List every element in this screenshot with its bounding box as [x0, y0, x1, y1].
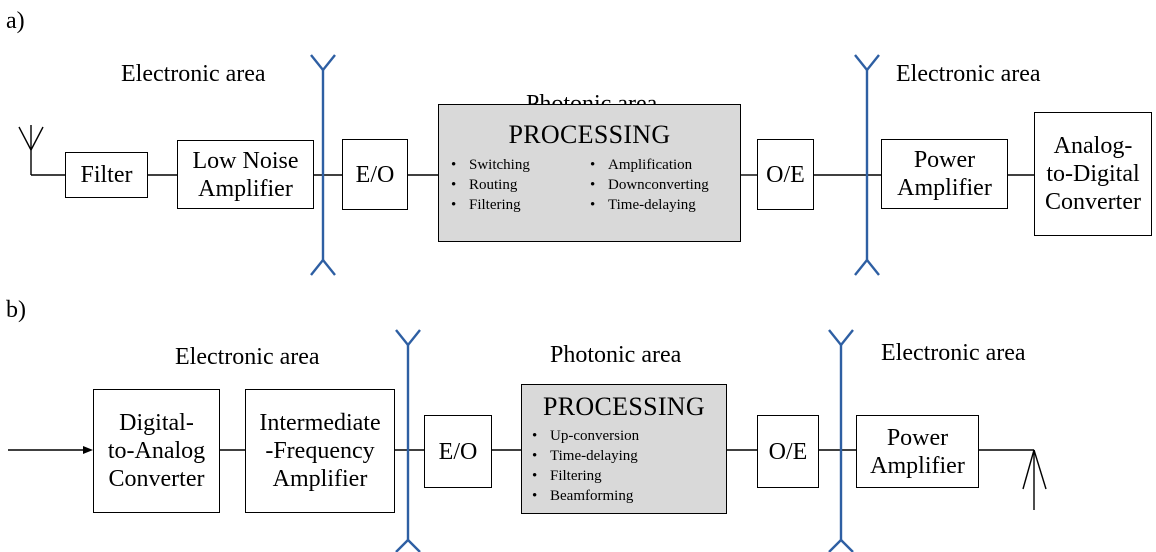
dac-label: Digital- to-Analog Converter	[107, 410, 206, 492]
boundary-a-left	[310, 54, 336, 276]
power-amplifier-label-b: Power Amplifier	[870, 424, 965, 479]
processing-title-b: PROCESSING	[543, 392, 705, 421]
oe-converter-label-a: O/E	[766, 161, 805, 188]
eo-converter-label-a: E/O	[355, 161, 395, 188]
processing-item: Beamforming	[526, 486, 639, 506]
region-label-electronic-right-a: Electronic area	[896, 61, 1041, 87]
power-amplifier-block-b: Power Amplifier	[856, 415, 979, 488]
region-label-electronic-right-b: Electronic area	[881, 340, 1026, 366]
power-amplifier-block-a: Power Amplifier	[881, 139, 1008, 209]
processing-list-b: Up-conversion Time-delaying Filtering Be…	[526, 426, 639, 506]
processing-block-a: PROCESSING Switching Routing Filtering A…	[438, 104, 741, 242]
oe-converter-block-b: O/E	[757, 415, 819, 488]
adc-label: Analog- to-Digital Converter	[1045, 133, 1141, 215]
eo-converter-block-b: E/O	[424, 415, 492, 488]
receive-antenna-icon	[18, 125, 65, 176]
processing-item: Time-delaying	[584, 195, 709, 215]
adc-block: Analog- to-Digital Converter	[1034, 112, 1152, 236]
boundary-b-left	[395, 329, 421, 552]
processing-item: Switching	[445, 155, 530, 175]
oe-converter-label-b: O/E	[768, 438, 808, 465]
region-label-electronic-left-a: Electronic area	[121, 61, 266, 87]
eo-converter-label-b: E/O	[438, 438, 478, 465]
boundary-b-right	[828, 329, 854, 552]
filter-block-label: Filter	[80, 162, 133, 188]
processing-list-a-col2: Amplification Downconverting Time-delayi…	[584, 155, 709, 215]
processing-item: Time-delaying	[526, 446, 639, 466]
processing-item: Up-conversion	[526, 426, 639, 446]
region-label-photonic-b: Photonic area	[550, 342, 682, 368]
processing-title-a: PROCESSING	[508, 120, 671, 149]
low-noise-amplifier-label: Low Noise Amplifier	[192, 147, 299, 202]
part-a-label: a)	[6, 8, 25, 34]
input-arrow	[8, 446, 93, 454]
processing-item: Downconverting	[584, 175, 709, 195]
oe-converter-block-a: O/E	[757, 139, 814, 210]
processing-item: Amplification	[584, 155, 709, 175]
filter-block: Filter	[65, 152, 148, 198]
part-b-label: b)	[6, 297, 26, 323]
processing-item: Filtering	[526, 466, 639, 486]
processing-list-a-col1: Switching Routing Filtering	[445, 155, 530, 215]
intermediate-frequency-amplifier-label: Intermediate -Frequency Amplifier	[259, 410, 381, 492]
intermediate-frequency-amplifier-block: Intermediate -Frequency Amplifier	[245, 389, 395, 513]
boundary-a-right	[854, 54, 880, 276]
processing-item: Routing	[445, 175, 530, 195]
power-amplifier-label-a: Power Amplifier	[897, 147, 992, 201]
transmit-antenna-icon	[1022, 449, 1047, 510]
eo-converter-block-a: E/O	[342, 139, 408, 210]
processing-item: Filtering	[445, 195, 530, 215]
processing-block-b: PROCESSING Up-conversion Time-delaying F…	[521, 384, 727, 514]
dac-block: Digital- to-Analog Converter	[93, 389, 220, 513]
low-noise-amplifier-block: Low Noise Amplifier	[177, 140, 314, 209]
region-label-electronic-left-b: Electronic area	[175, 344, 320, 370]
